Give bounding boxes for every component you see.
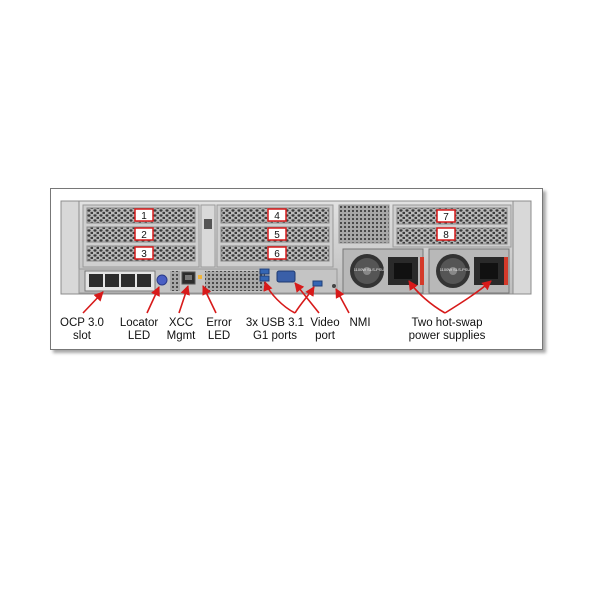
label-ocp-slot: OCP 3.0 slot [60,317,104,342]
locator-led [156,274,168,286]
error-led [198,275,202,279]
power-supply-2 [428,248,510,294]
slot-badge-6: 6 [274,249,280,260]
arrow-nmi [335,288,350,314]
arrow-error [202,285,217,314]
psu-2-rating-label: 1100W SLS-PSU [440,267,471,272]
video-port [276,270,296,283]
power-supply-1 [342,248,424,294]
label-usb-ports: 3x USB 3.1 G1 ports [245,317,305,342]
slot-badge-5: 5 [274,230,280,241]
arrow-video [294,282,320,314]
label-xcc-mgmt: XCC Mgmt [166,317,196,342]
slot-badge-7: 7 [443,212,449,223]
label-video-port: Video port [310,317,340,342]
server-rear-diagram: 1100W SLS-PSU 1100W SLS-PSU 1 2 3 4 5 6 … [50,188,543,350]
arrow-psu-2 [444,280,492,314]
label-error-led: Error LED [206,317,232,342]
left-rack-ear [60,200,80,295]
slot-badge-2: 2 [141,230,147,241]
arrow-xcc [178,285,190,314]
arrow-psu-1 [408,280,446,314]
label-nmi: NMI [349,317,371,329]
riser-cage-1 [82,204,200,268]
riser-cage-3 [338,204,512,248]
slot-badge-1: 1 [141,211,147,222]
callout-arrows [82,280,492,314]
arrow-ocp [82,291,104,314]
slot-badge-4: 4 [274,211,280,222]
slot-badge-3: 3 [141,249,147,260]
right-rack-ear [512,200,532,295]
nmi-button [332,284,336,288]
slot-badges: 1 2 3 4 5 6 7 8 [134,208,456,260]
arrow-usb-1 [263,281,296,314]
arrow-locator [146,286,160,314]
arrow-usb-2 [294,286,315,314]
usb-ports [259,268,323,287]
label-power-supplies: Two hot-swap power supplies [408,317,486,342]
psu-1-rating-label: 1100W SLS-PSU [354,267,385,272]
label-locator-led: Locator LED [119,317,159,342]
xcc-mgmt-port [181,271,196,285]
slot-badge-8: 8 [443,230,449,241]
ocp-slot [84,270,156,292]
server-rear-panel-illustration: 1100W SLS-PSU 1100W SLS-PSU 1 2 3 4 5 6 … [60,200,532,314]
